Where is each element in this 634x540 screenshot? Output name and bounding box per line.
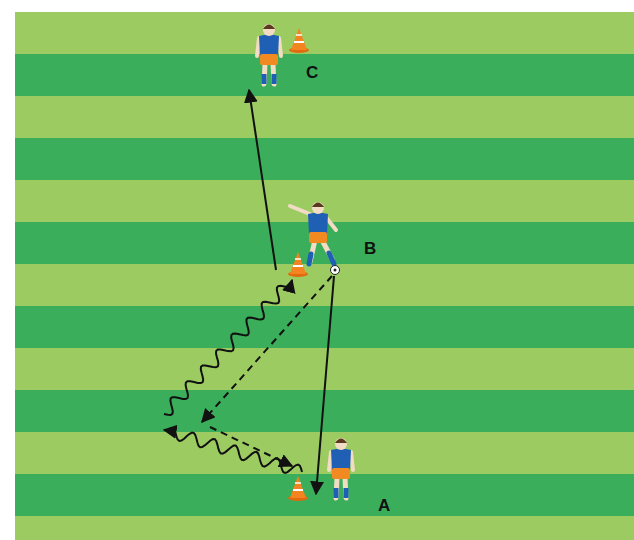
dribble-path xyxy=(164,428,302,473)
football xyxy=(331,266,340,275)
pitch-stripe xyxy=(15,138,634,180)
training-cone xyxy=(288,252,308,277)
football-patch xyxy=(334,269,337,272)
player-figure xyxy=(257,24,281,84)
training-cone xyxy=(289,28,309,53)
pitch-stripe xyxy=(15,432,634,474)
player-label: A xyxy=(378,497,390,514)
pitch-stripes xyxy=(15,12,634,540)
movement-paths xyxy=(164,90,334,494)
player-figure xyxy=(329,438,353,498)
player-label: B xyxy=(364,240,376,257)
player-label: C xyxy=(306,64,318,81)
dribble-path xyxy=(164,280,292,415)
pitch-stripe xyxy=(15,516,634,540)
pitch-stripe xyxy=(15,264,634,306)
pitch-stripe xyxy=(15,54,634,96)
pitch-stripe xyxy=(15,12,634,54)
players-and-cones xyxy=(257,24,353,501)
training-cone xyxy=(288,476,308,501)
pitch-stripe xyxy=(15,306,634,348)
player-figure xyxy=(290,202,336,264)
pitch-stripe xyxy=(15,474,634,516)
pitch-stripe xyxy=(15,96,634,138)
